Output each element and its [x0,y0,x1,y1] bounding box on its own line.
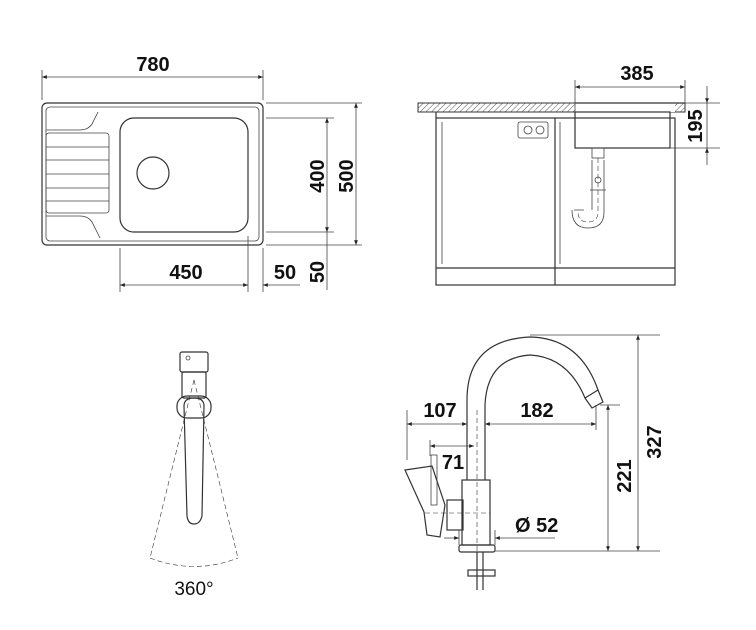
dim-overall-depth: 500 [336,159,358,192]
dim-base-diameter: Ø 52 [515,515,558,537]
faucet-top-view: 360° [149,351,239,600]
spout-outer [466,336,599,480]
rotation-label: 360° [174,579,213,600]
cabinet-side-view: 385 195 [417,63,720,286]
drain-hole [136,156,170,190]
sink-bowl-section [574,111,671,149]
dim-total-height: 327 [644,425,666,458]
drain-trap [571,147,606,229]
dim-bowl-width: 450 [169,262,202,284]
dim-bowl-depth: 400 [307,159,329,192]
lever-handle [404,465,446,538]
dim-overall-width: 780 [136,54,169,76]
dim-lever-reach: 107 [423,400,456,422]
faucet-side-view: 107 182 71 Ø 52 221 327 [404,334,666,590]
dim-outlet-height: 221 [614,459,636,492]
sink-outline [41,102,264,246]
appliance-control [517,121,549,139]
sink-bowl [119,117,249,233]
dim-right-margin: 50 [274,262,296,284]
mounting-screw [467,552,496,590]
dim-bowl-height: 195 [685,109,707,142]
dim-bottom-margin: 50 [307,261,329,283]
dim-lever-offset: 71 [442,452,464,474]
spout [183,397,205,525]
sink-top-view: 780 400 500 50 450 50 [41,54,362,292]
dim-bowl-offset: 385 [620,63,653,85]
drainer-ribs [45,111,110,239]
dim-spout-reach: 182 [520,400,553,422]
